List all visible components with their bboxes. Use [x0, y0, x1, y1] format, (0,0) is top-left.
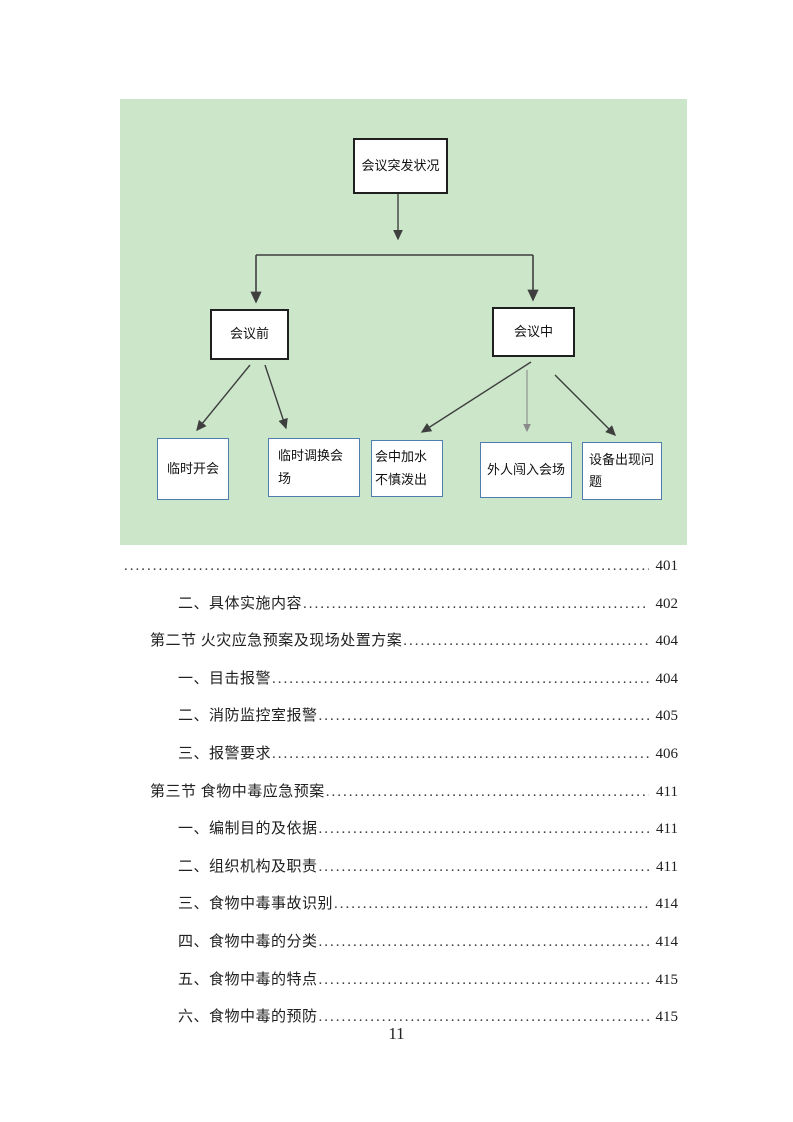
toc-dot-leader: ........................................… [303, 595, 649, 612]
flowchart-node-root: 会议突发状况 [353, 138, 448, 194]
toc-entry-label: 五、食物中毒的特点 [178, 971, 318, 988]
flowchart-node-impromptu-meeting: 临时开会 [157, 438, 229, 500]
toc-entry-page-number: 406 [655, 745, 679, 762]
toc-dot-leader: ........................................… [403, 633, 649, 650]
toc-entry-label: 第三节 食物中毒应急预案 [150, 783, 325, 800]
page-number: 11 [388, 1024, 405, 1043]
toc-dot-leader: ........................................… [318, 1009, 649, 1026]
toc-dot-leader: ........................................… [334, 896, 649, 913]
flowchart-node-intruder: 外人闯入会场 [480, 442, 572, 498]
toc-dot-leader: ........................................… [318, 708, 649, 725]
toc-entry-label: 二、组织机构及职责 [178, 858, 318, 875]
toc-entry-page-number: 401 [655, 558, 679, 574]
toc-entry: 二、具体实施内容................................… [122, 586, 678, 624]
toc-entry: 六、食物中毒的预防...............................… [122, 999, 678, 1037]
toc-dot-leader: ........................................… [318, 933, 649, 950]
toc-entry-page-number: 404 [655, 633, 679, 650]
toc-entry-page-number: 411 [656, 858, 678, 875]
toc-entry-label: 三、报警要求 [178, 745, 272, 762]
toc-entry: 二、消防监控室报警...............................… [122, 698, 678, 736]
toc-dot-leader: ........................................… [318, 971, 649, 988]
toc-entry-label: 一、编制目的及依据 [178, 821, 318, 838]
table-of-contents: ........................................… [122, 548, 678, 1037]
toc-entry-page-number: 404 [655, 670, 679, 687]
flowchart-node-equipment-problem: 设备出现问题 [582, 442, 662, 500]
flowchart-node-during-meeting: 会议中 [492, 307, 575, 357]
toc-entry-page-number: 415 [655, 971, 679, 988]
toc-dot-leader: ........................................… [318, 821, 649, 838]
flowchart-node-before-meeting: 会议前 [210, 309, 289, 360]
toc-entry: 第二节 火灾应急预案及现场处置方案.......................… [122, 623, 678, 661]
flowchart-node-water-spill: 会中加水不慎泼出 [371, 440, 443, 497]
toc-dot-leader: ........................................… [124, 558, 649, 574]
toc-entry-label: 六、食物中毒的预防 [178, 1009, 318, 1026]
toc-entry: ........................................… [122, 548, 678, 586]
toc-entry-label: 二、消防监控室报警 [178, 708, 318, 725]
toc-entry-label: 四、食物中毒的分类 [178, 933, 318, 950]
toc-dot-leader: ........................................… [318, 858, 649, 875]
toc-entry-page-number: 414 [655, 896, 679, 913]
toc-entry: 五、食物中毒的特点...............................… [122, 962, 678, 1000]
toc-entry: 二、组织机构及职责...............................… [122, 849, 678, 887]
toc-entry-page-number: 411 [656, 821, 678, 838]
toc-entry: 四、食物中毒的分类...............................… [122, 924, 678, 962]
toc-entry: 三、食物中毒事故识别..............................… [122, 886, 678, 924]
toc-entry-label: 二、具体实施内容 [178, 595, 303, 612]
toc-entry-label: 第二节 火灾应急预案及现场处置方案 [150, 633, 403, 650]
toc-dot-leader: ........................................… [325, 783, 649, 800]
toc-entry: 第三节 食物中毒应急预案............................… [122, 774, 678, 812]
toc-entry-label: 一、目击报警 [178, 670, 272, 687]
toc-entry: 三、报警要求..................................… [122, 736, 678, 774]
toc-entry-page-number: 414 [655, 933, 679, 950]
toc-entry-page-number: 402 [655, 595, 679, 612]
flowchart-node-venue-change: 临时调换会场 [268, 438, 360, 497]
flowchart-diagram: 会议突发状况 会议前 会议中 临时开会 临时调换会场 会中加水不慎泼出 外人闯入… [120, 99, 687, 545]
toc-dot-leader: ........................................… [272, 670, 649, 687]
toc-entry-page-number: 405 [655, 708, 679, 725]
toc-entry: 一、编制目的及依据...............................… [122, 811, 678, 849]
toc-entry-label: 三、食物中毒事故识别 [178, 896, 334, 913]
flowchart-connectors [196, 194, 616, 436]
toc-entry-page-number: 411 [656, 783, 678, 800]
toc-entry-page-number: 415 [655, 1009, 679, 1026]
toc-entry: 一、目击报警..................................… [122, 661, 678, 699]
toc-dot-leader: ........................................… [272, 745, 649, 762]
